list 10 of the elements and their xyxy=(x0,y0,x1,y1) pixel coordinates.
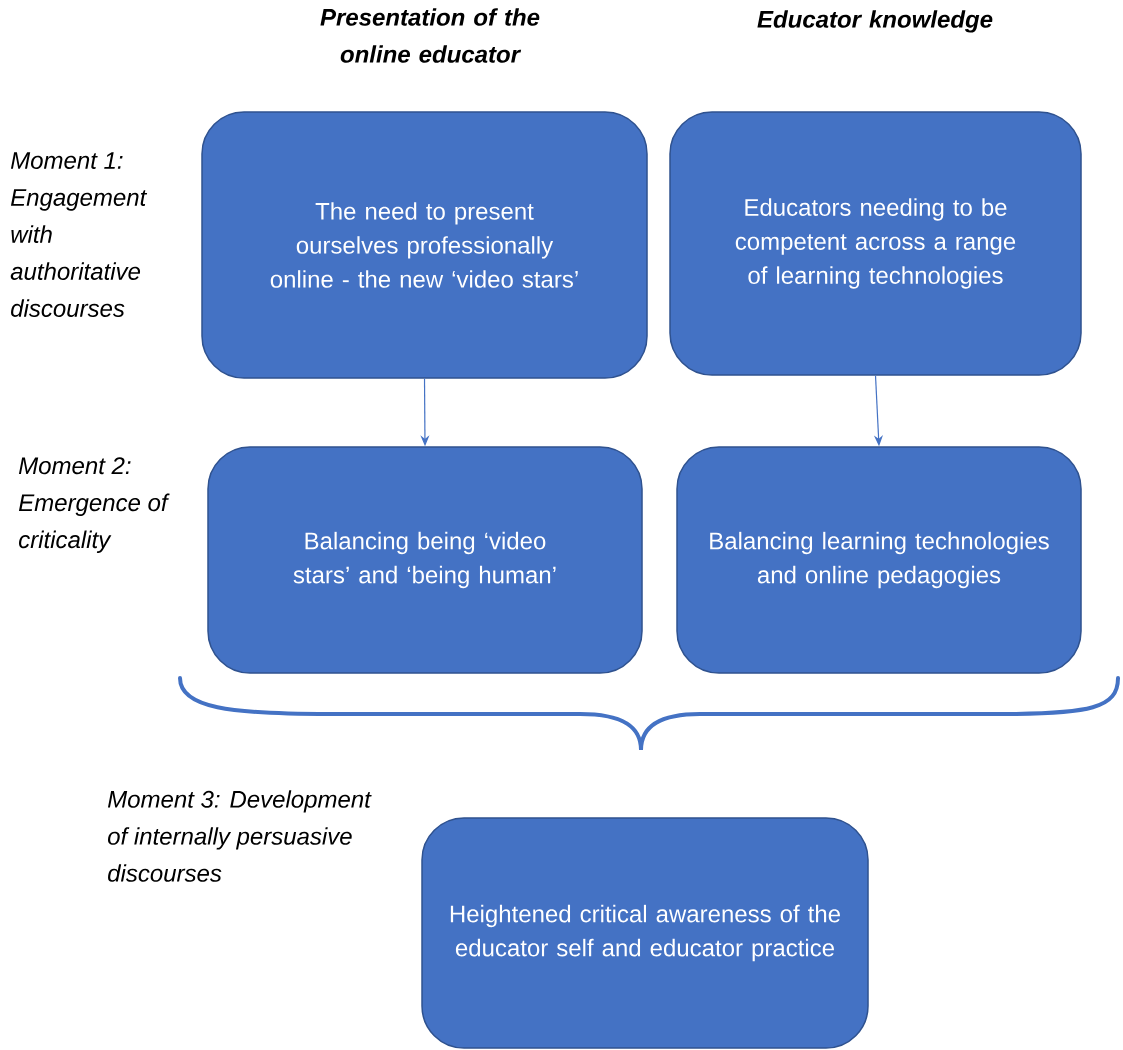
column-header: Educator knowledge xyxy=(757,10,993,33)
row-label: Moment 2: Emergence of criticality xyxy=(18,457,170,553)
text-box: The need to present ourselves professionally online - the new ‘video stars’ xyxy=(201,111,648,379)
text-box: Balancing being ‘video stars’ and ‘being human’ xyxy=(207,446,643,674)
text-box: Educators needing to be competent across a range of learning technologies xyxy=(669,111,1082,376)
row-label: Moment 1: Engagement with authoritative discourses xyxy=(10,152,148,317)
text-box: Heightened critical awareness of the educator self and educator practice xyxy=(421,817,869,1049)
row-label: Moment 3: Development of internally persuasive discourses xyxy=(107,790,372,882)
text-box: Balancing learning technologies and online pedagogies xyxy=(676,446,1082,674)
column-header: Presentation of the online educator xyxy=(320,8,540,63)
